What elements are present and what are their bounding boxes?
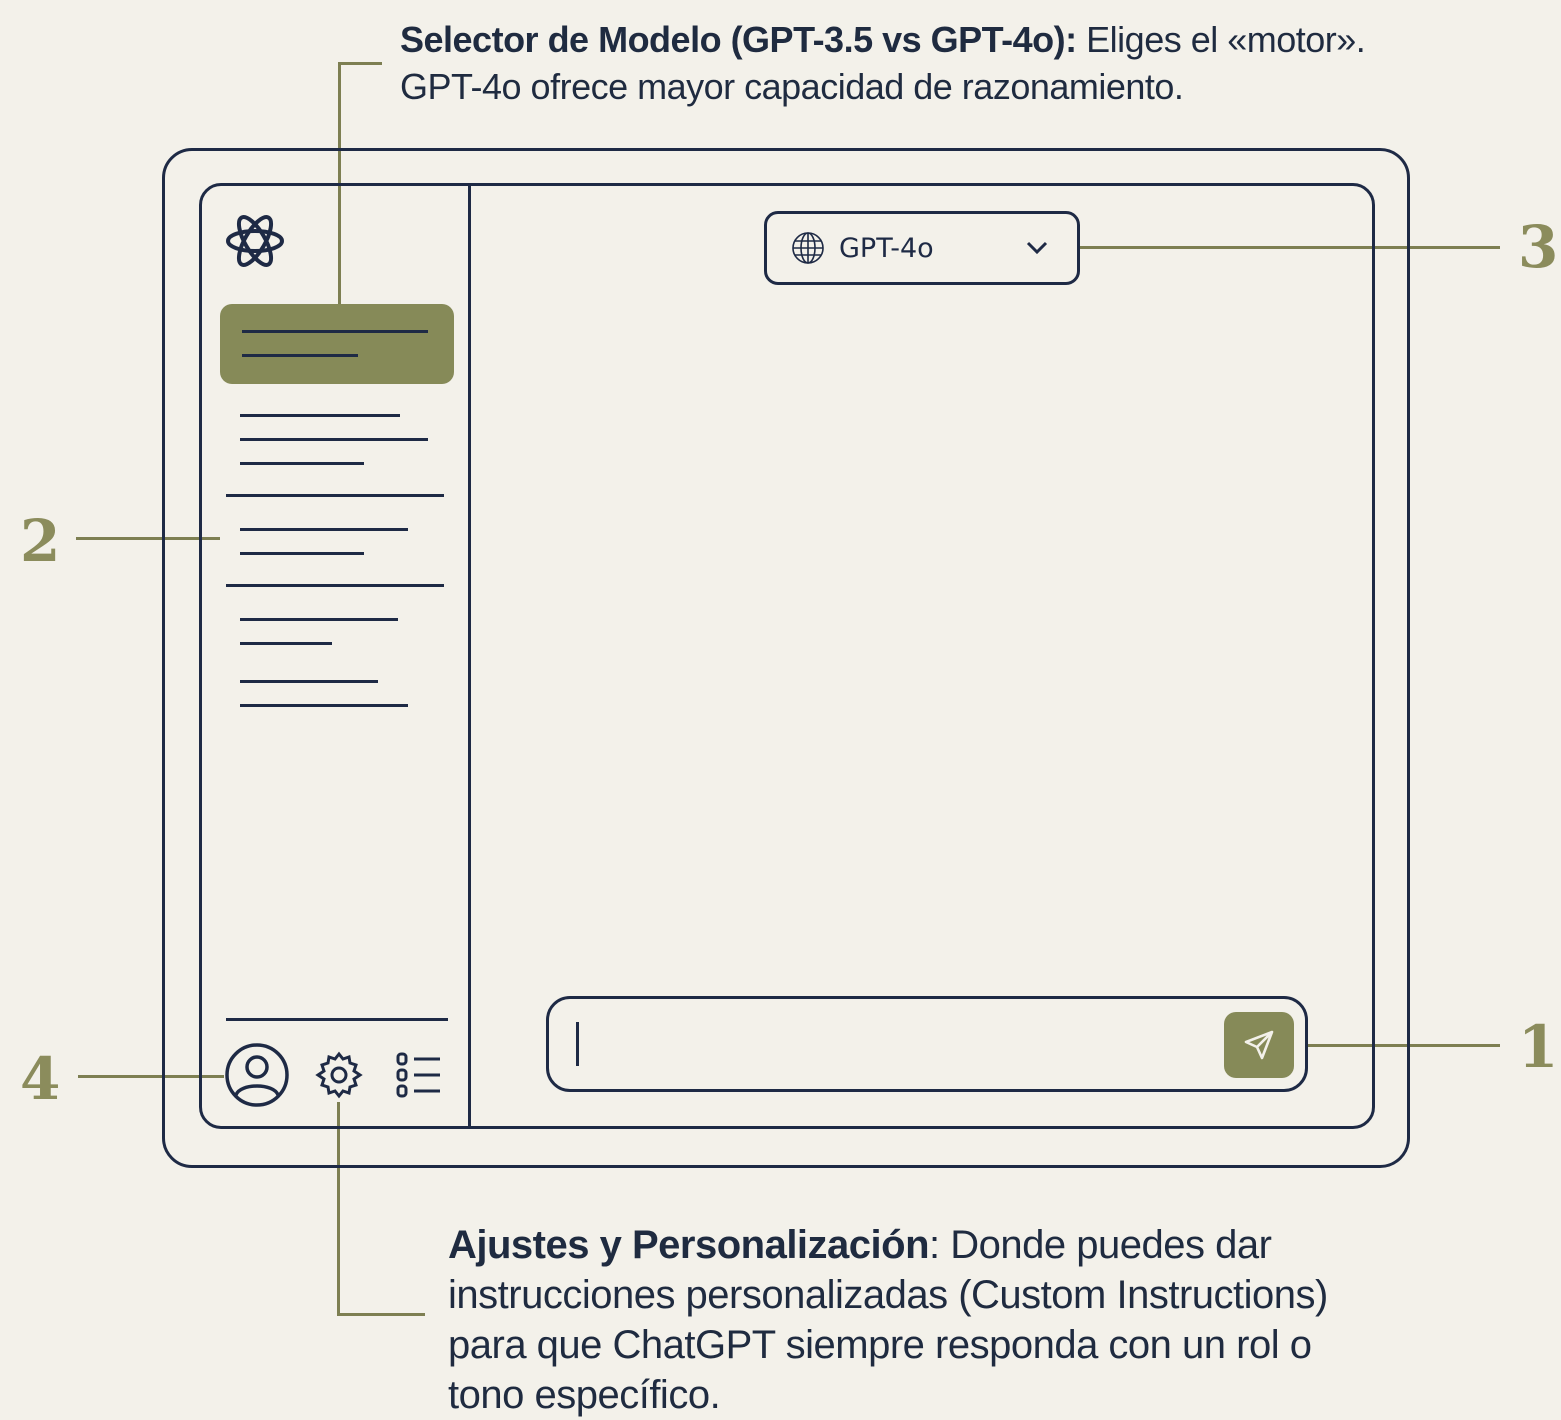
- list-icon[interactable]: [394, 1050, 444, 1100]
- settings-callout-text-3: para que ChatGPT siempre responda con un…: [448, 1323, 1312, 1367]
- sidebar-divider: [468, 185, 471, 1127]
- marker-2: 2: [20, 507, 61, 575]
- model-globe-icon: [791, 231, 825, 265]
- model-selector-label: GPT-4o: [839, 232, 934, 264]
- history-line[interactable]: [240, 642, 332, 645]
- sidebar-item-active[interactable]: [220, 304, 454, 384]
- history-line[interactable]: [240, 528, 408, 531]
- send-icon: [1241, 1027, 1277, 1063]
- history-line[interactable]: [240, 462, 364, 465]
- settings-callout-text-1: : Donde puedes dar: [929, 1223, 1272, 1267]
- chat-input[interactable]: [546, 996, 1308, 1092]
- history-line[interactable]: [240, 438, 428, 441]
- leader-4: [78, 1075, 224, 1078]
- text-caret: [576, 1022, 579, 1066]
- marker-1: 1: [1518, 1013, 1559, 1081]
- model-selector-dropdown[interactable]: GPT-4o: [764, 211, 1080, 285]
- leader-3: [1080, 246, 1500, 249]
- active-item-line-1: [242, 330, 428, 333]
- sidebar-footer-divider: [226, 1018, 448, 1021]
- settings-callout: Ajustes y Personalización: Donde puedes …: [448, 1220, 1508, 1420]
- outer-device-frame: [162, 148, 1410, 1168]
- model-selector-callout: Selector de Modelo (GPT-3.5 vs GPT-4o): …: [400, 16, 1500, 110]
- history-line[interactable]: [240, 704, 408, 707]
- model-selector-callout-title: Selector de Modelo (GPT-3.5 vs GPT-4o):: [400, 19, 1077, 60]
- settings-callout-text-4: tono específico.: [448, 1373, 721, 1417]
- model-selector-callout-text-2: GPT-4o ofrece mayor capacidad de razonam…: [400, 66, 1184, 107]
- history-divider: [226, 494, 444, 497]
- leader-settings-vertical: [337, 1102, 340, 1316]
- settings-callout-text-2: instrucciones personalizadas (Custom Ins…: [448, 1273, 1328, 1317]
- leader-1: [1300, 1044, 1500, 1047]
- openai-logo-icon[interactable]: [222, 208, 288, 274]
- leader-top-horizontal: [338, 62, 382, 65]
- settings-callout-title: Ajustes y Personalización: [448, 1223, 930, 1267]
- send-button[interactable]: [1224, 1012, 1294, 1078]
- active-item-line-2: [242, 354, 358, 357]
- user-profile-icon[interactable]: [224, 1042, 290, 1108]
- history-divider: [226, 584, 444, 587]
- leader-2: [76, 537, 220, 540]
- marker-4: 4: [20, 1045, 61, 1113]
- app-window: [199, 183, 1375, 1129]
- model-selector-callout-text-1: Eliges el «motor».: [1076, 19, 1366, 60]
- history-line[interactable]: [240, 618, 398, 621]
- history-line[interactable]: [240, 552, 364, 555]
- chevron-down-icon: [1025, 240, 1049, 256]
- gear-icon[interactable]: [314, 1050, 364, 1100]
- leader-settings-horizontal: [337, 1313, 425, 1316]
- marker-3: 3: [1518, 213, 1559, 281]
- history-line[interactable]: [240, 414, 400, 417]
- history-line[interactable]: [240, 680, 378, 683]
